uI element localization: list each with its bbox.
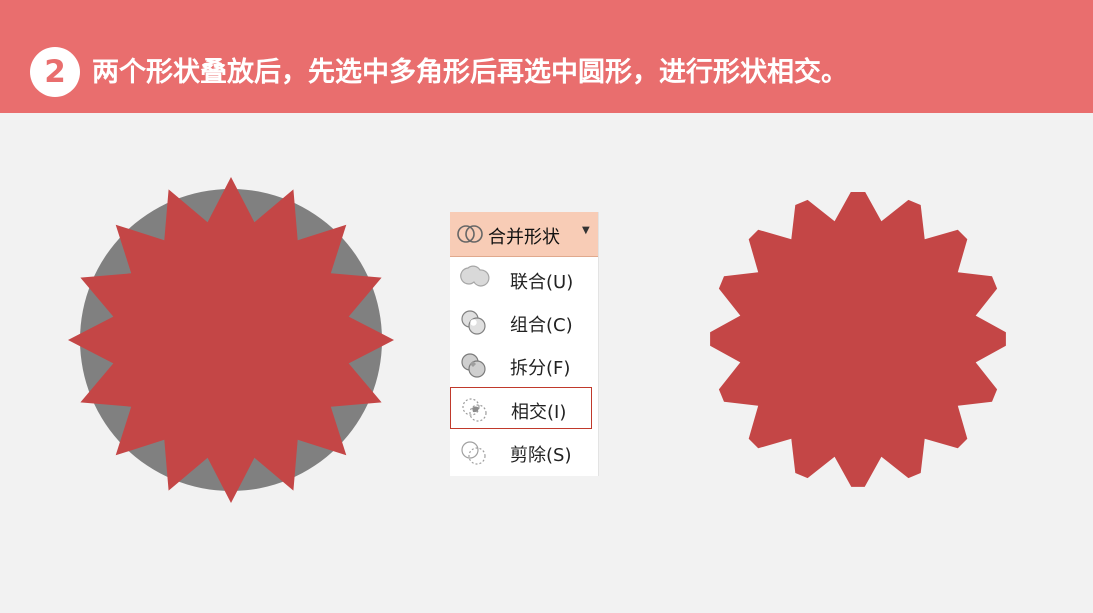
union-icon <box>460 265 490 287</box>
menu-item-label: 拆分(F) <box>510 358 571 379</box>
fragment-icon <box>461 353 486 378</box>
menu-item-union[interactable]: 联合(U) <box>450 258 598 300</box>
menu-item-fragment[interactable]: 拆分(F) <box>450 344 598 386</box>
merge-shapes-menu: 合并形状 ▼ 联合(U) 组合(C) 拆分(F) 相交(I) <box>450 212 599 476</box>
multi-point-star <box>68 177 394 503</box>
menu-item-combine[interactable]: 组合(C) <box>450 301 598 343</box>
merge-shapes-icon <box>457 225 483 243</box>
menu-item-label: 相交(I) <box>511 402 567 423</box>
intersect-result-shape <box>710 192 1006 487</box>
star-over-circle-shape <box>68 177 394 503</box>
intersected-shape <box>710 192 1006 487</box>
instruction-text: 两个形状叠放后，先选中多角形后再选中圆形，进行形状相交。 <box>92 57 848 88</box>
combine-icon <box>461 310 486 335</box>
step-number-badge: 2 <box>30 47 80 97</box>
header-banner: 2 两个形状叠放后，先选中多角形后再选中圆形，进行形状相交。 <box>0 0 1093 113</box>
merge-shapes-label: 合并形状 <box>488 227 560 248</box>
chevron-down-icon: ▼ <box>582 225 590 236</box>
menu-item-intersect[interactable]: 相交(I) <box>450 387 592 429</box>
menu-item-label: 组合(C) <box>510 315 573 336</box>
intersect-icon <box>462 398 487 422</box>
subtract-icon <box>461 441 486 465</box>
menu-item-subtract[interactable]: 剪除(S) <box>450 431 598 473</box>
menu-item-label: 剪除(S) <box>510 445 572 466</box>
merge-shapes-button[interactable]: 合并形状 ▼ <box>450 212 598 257</box>
menu-item-label: 联合(U) <box>510 272 574 293</box>
